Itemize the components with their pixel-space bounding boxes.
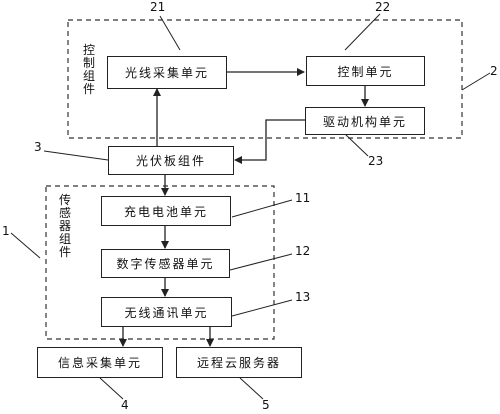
ref-number-4: 4	[121, 398, 129, 412]
leader-2	[461, 72, 491, 91]
leader-4	[99, 377, 124, 400]
leader-12	[229, 253, 293, 271]
ref-number-13: 13	[295, 290, 311, 304]
leader-1	[10, 232, 41, 259]
ref-number-23: 23	[368, 154, 384, 168]
leader-23	[344, 133, 369, 157]
ref-number-22: 22	[375, 0, 391, 14]
leader-3	[43, 150, 109, 161]
drive-unit: 驱动机构单元	[305, 107, 425, 135]
control-group-frame	[67, 19, 463, 139]
wireless-unit: 无线通讯单元	[101, 297, 232, 327]
ref-number-11: 11	[295, 191, 311, 205]
ref-number-2: 2	[490, 64, 498, 78]
sensor-group-frame	[45, 185, 275, 340]
ref-number-3: 3	[34, 140, 42, 154]
leader-21	[159, 15, 181, 51]
ref-number-5: 5	[262, 398, 270, 412]
ref-number-12: 12	[295, 244, 311, 258]
ref-number-21: 21	[150, 0, 166, 14]
arrow-drive-to-panel	[234, 119, 305, 164]
battery-unit: 充电电池单元	[101, 196, 231, 226]
control-group-label: 控制组件	[82, 43, 95, 96]
cloud-server: 远程云服务器	[176, 347, 302, 378]
pv-panel: 光伏板组件	[108, 146, 234, 175]
info-collect-unit: 信息采集单元	[37, 347, 163, 378]
light-collect-unit: 光线采集单元	[107, 56, 227, 89]
digital-sensor-unit: 数字传感器单元	[101, 249, 230, 278]
leader-22	[344, 13, 381, 51]
sensor-group-label: 传感器组件	[58, 193, 71, 259]
leader-5	[239, 377, 264, 400]
leader-13	[231, 299, 293, 317]
leader-11	[231, 199, 293, 218]
control-unit: 控制单元	[306, 56, 425, 86]
ref-number-1: 1	[2, 224, 10, 238]
